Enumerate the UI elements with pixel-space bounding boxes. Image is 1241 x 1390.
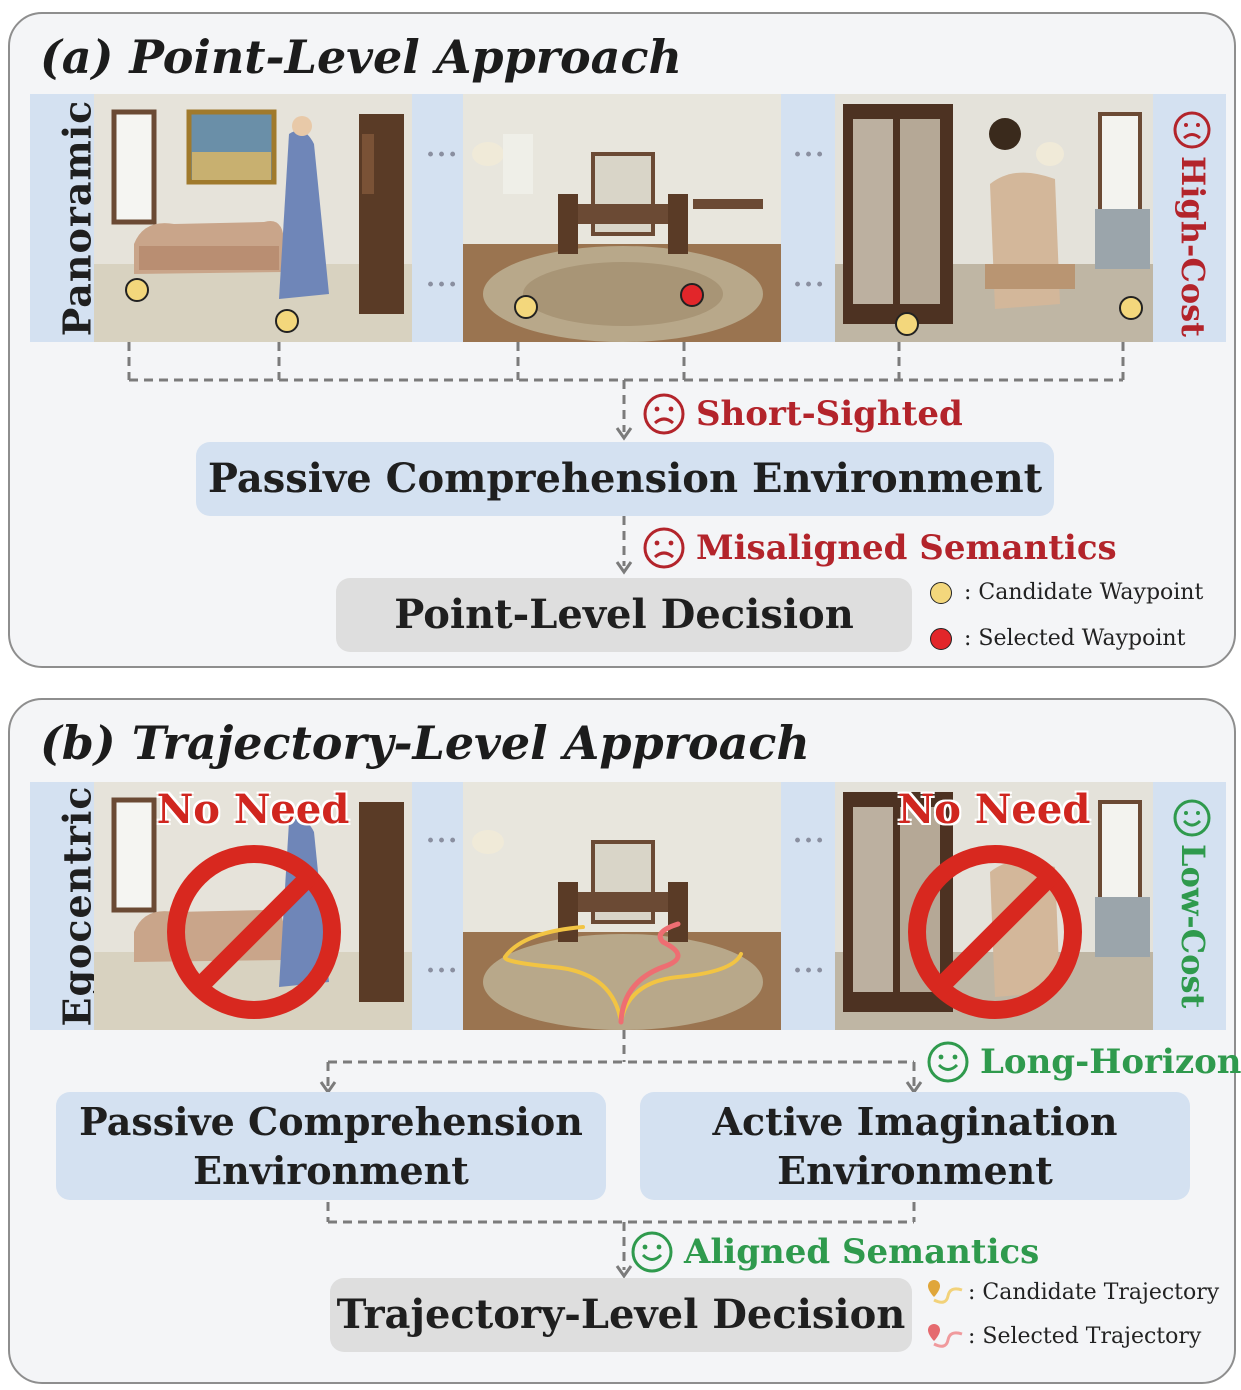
long-horizon-tag: Long-Horizon: [926, 1040, 1241, 1084]
passive-comprehension-environment-box: Passive Comprehension Environment: [196, 442, 1054, 516]
panel-a-title: (a) Point-Level Approach: [40, 30, 682, 84]
ellipsis: ···: [793, 270, 827, 300]
panorama-view-1: [94, 94, 412, 342]
legend-candidate-trajectory: : Candidate Trajectory: [926, 1278, 1219, 1306]
prohibited-icon: [167, 845, 341, 1019]
selected-trajectory: [618, 921, 681, 1025]
trajectory-level-decision-box: Trajectory-Level Decision: [330, 1278, 912, 1352]
egocentric-image-strip: Egocentric No Need ··· ···: [30, 782, 1226, 1030]
low-cost-label: Low-Cost: [1172, 798, 1212, 1008]
panel-trajectory-level: (b) Trajectory-Level Approach Egocentric…: [8, 698, 1241, 1384]
egocentric-view-2: [463, 782, 781, 1030]
no-need-label: No Need: [897, 786, 1091, 833]
active-imagination-environment-box: Active Imagination Environment: [640, 1092, 1190, 1200]
ellipsis: ···: [793, 140, 827, 170]
egocentric-view-1: No Need: [94, 782, 412, 1030]
candidate-trajectory: [619, 952, 743, 1024]
legend-selected-trajectory: : Selected Trajectory: [926, 1322, 1201, 1350]
short-sighted-tag: Short-Sighted: [642, 392, 963, 436]
smile-icon: [927, 1041, 969, 1083]
ellipsis: ···: [426, 956, 460, 986]
misaligned-semantics-tag: Misaligned Semantics: [642, 526, 1117, 570]
panoramic-image-strip: Panoramic ··· ···: [30, 94, 1226, 342]
selected-waypoint-marker: [930, 627, 952, 650]
legend-selected-waypoint: : Selected Waypoint: [930, 626, 1185, 651]
passive-comprehension-environment-box: Passive Comprehension Environment: [56, 1092, 606, 1200]
ellipsis: ···: [793, 826, 827, 856]
frown-icon: [643, 393, 685, 435]
frown-icon: [643, 527, 685, 569]
panel-point-level: (a) Point-Level Approach Panoramic ··· ·…: [8, 12, 1236, 668]
egocentric-view-3: No Need: [835, 782, 1153, 1030]
panorama-view-2: [463, 94, 781, 342]
candidate-trajectory-icon: [928, 1280, 963, 1304]
point-level-decision-box: Point-Level Decision: [336, 578, 912, 652]
candidate-trajectory: [503, 925, 623, 1024]
ellipsis: ···: [426, 140, 460, 170]
ellipsis: ···: [793, 956, 827, 986]
candidate-waypoint-marker: [930, 581, 952, 604]
panorama-view-3: [835, 94, 1153, 342]
ellipsis: ···: [426, 826, 460, 856]
high-cost-label: High-Cost: [1172, 110, 1212, 337]
trajectory-layer: [503, 921, 743, 1025]
smile-icon: [631, 1231, 673, 1273]
ellipsis: ···: [426, 270, 460, 300]
panel-b-title: (b) Trajectory-Level Approach: [40, 716, 810, 770]
selected-trajectory-icon: [928, 1324, 963, 1348]
aligned-semantics-tag: Aligned Semantics: [630, 1230, 1039, 1274]
frown-icon: [1173, 111, 1211, 149]
smile-icon: [1173, 799, 1211, 837]
legend-candidate-waypoint: : Candidate Waypoint: [930, 580, 1203, 605]
no-need-label: No Need: [156, 786, 350, 833]
prohibited-icon: [908, 845, 1082, 1019]
